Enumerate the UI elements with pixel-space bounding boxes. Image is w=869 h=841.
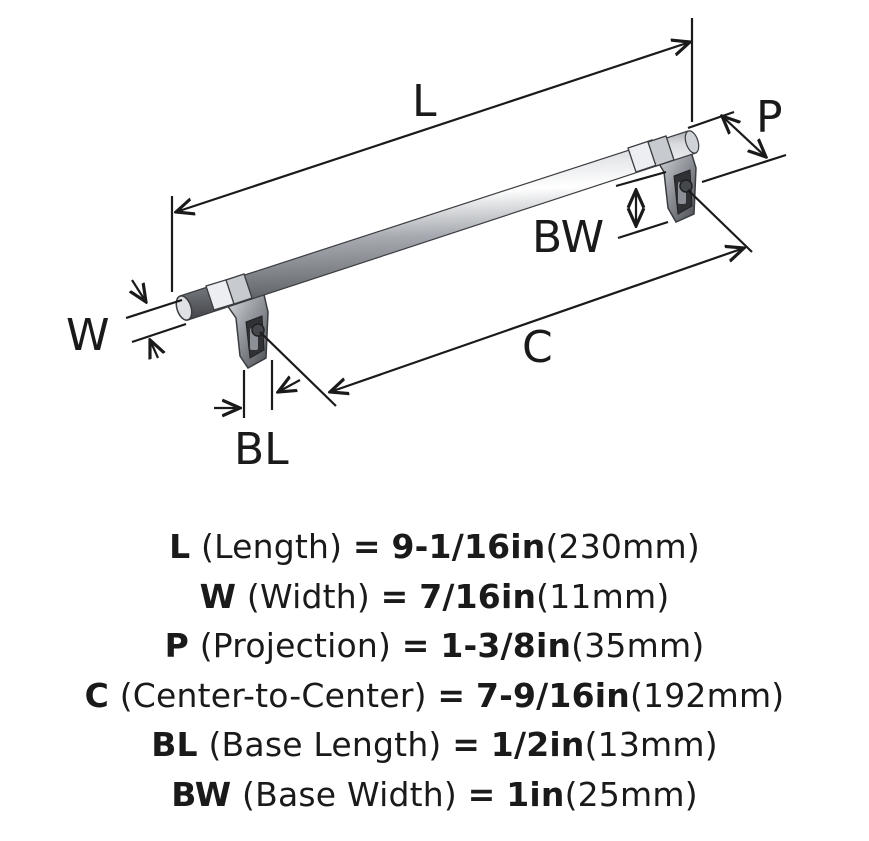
width-arrow-bottom <box>150 340 158 358</box>
spec-name: (Projection) <box>199 626 392 665</box>
width-extension-top <box>125 298 183 320</box>
spec-metric: (13mm) <box>584 725 718 764</box>
spec-metric: (25mm) <box>564 774 698 814</box>
length-dimension-line <box>176 42 690 212</box>
spec-code: C <box>84 675 110 715</box>
width-arrow-top <box>132 279 146 302</box>
spec-code: BL <box>151 725 198 764</box>
spec-metric: (192mm) <box>629 675 785 715</box>
spec-code: BW <box>171 774 232 814</box>
spec-equals: = <box>352 527 381 566</box>
handle-graphic <box>175 130 700 369</box>
center-leader-left <box>259 331 337 407</box>
label-center-to-center: C <box>522 322 553 373</box>
width-extension-bottom <box>131 322 187 344</box>
dimension-lines <box>125 18 787 418</box>
spec-imperial: 9-1/16in <box>391 527 546 566</box>
label-width: W <box>66 310 110 361</box>
spec-row-length: L (Length) = 9-1/16in(230mm) <box>0 522 869 572</box>
spec-equals: = <box>380 576 409 616</box>
spec-row-base-length: BL (Base Length) = 1/2in(13mm) <box>0 720 869 770</box>
spec-equals: = <box>467 774 496 814</box>
spec-row-projection: P (Projection) = 1-3/8in(35mm) <box>0 621 869 671</box>
spec-metric: (35mm) <box>571 626 705 665</box>
spec-code: W <box>199 576 237 616</box>
spec-row-center-to-center: C (Center-to-Center) = 7-9/16in(192mm) <box>0 671 869 721</box>
spec-equals: = <box>401 626 430 665</box>
spec-imperial: 7-9/16in <box>475 675 630 715</box>
base-length-arrow-right <box>278 380 301 392</box>
label-length: L <box>412 76 437 127</box>
spec-row-base-width: BW (Base Width) = 1in(25mm) <box>0 770 869 820</box>
handle-bar <box>175 130 700 321</box>
spec-imperial: 1-3/8in <box>440 626 572 665</box>
label-projection: P <box>756 92 783 143</box>
label-base-width: BW <box>532 212 604 263</box>
center-leader-right <box>687 189 753 253</box>
spec-row-width: W (Width) = 7/16in(11mm) <box>0 572 869 622</box>
projection-extension-bottom <box>701 153 787 184</box>
spec-equals: = <box>437 675 466 715</box>
spec-name: (Center-to-Center) <box>119 675 427 715</box>
spec-name: (Length) <box>201 527 343 566</box>
label-base-length: BL <box>234 424 289 475</box>
spec-name: (Base Length) <box>208 725 442 764</box>
projection-dimension-line <box>722 116 766 157</box>
spec-name: (Width) <box>246 576 370 616</box>
spec-code: P <box>164 626 189 665</box>
base-width-extension-top <box>615 170 667 188</box>
left-base <box>220 285 269 369</box>
handle-dimension-diagram: L P BW W C BL <box>66 18 787 475</box>
spec-imperial: 7/16in <box>419 576 537 616</box>
spec-imperial: 1in <box>506 774 565 814</box>
base-width-extension-bottom <box>617 220 669 240</box>
spec-name: (Base Width) <box>242 774 457 814</box>
specifications-list: L (Length) = 9-1/16in(230mm) W (Width) =… <box>0 522 869 819</box>
spec-imperial: 1/2in <box>490 725 585 764</box>
spec-code: L <box>169 527 191 566</box>
center-dimension-line <box>330 248 744 392</box>
spec-metric: (230mm) <box>545 527 700 566</box>
spec-equals: = <box>452 725 481 764</box>
spec-metric: (11mm) <box>536 576 670 616</box>
